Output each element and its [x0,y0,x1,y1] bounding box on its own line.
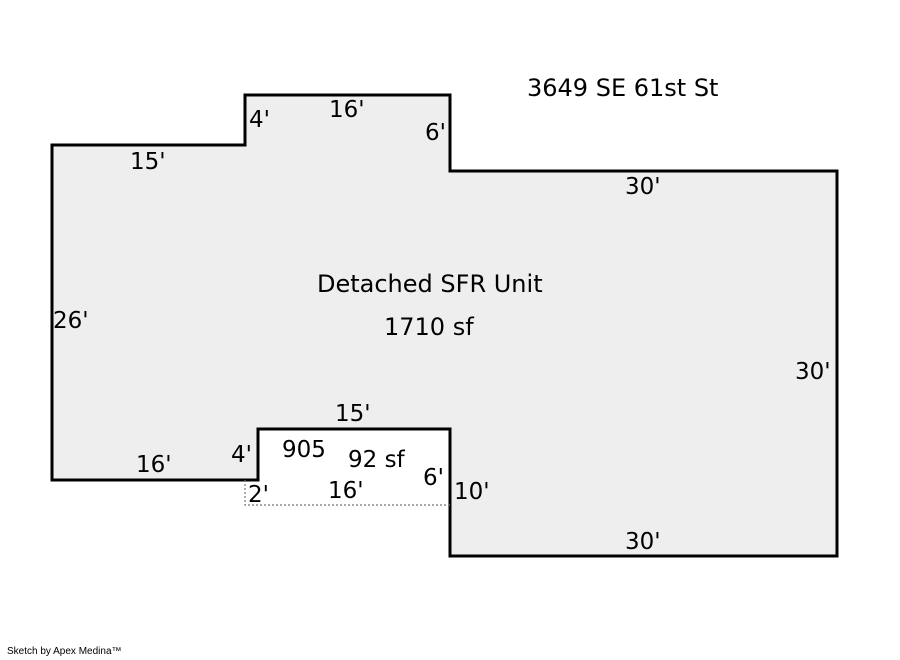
sub-area-code: 905 [282,437,326,463]
dim-left: 26' [53,308,89,334]
dim-bottom-left: 16' [136,452,172,478]
dim-top-bump-left: 4' [249,107,270,133]
main-area-name: Detached SFR Unit [317,270,543,298]
address-label: 3649 SE 61st St [527,74,719,102]
dim-notch-right: 6' [423,465,444,491]
main-area-size: 1710 sf [384,313,474,341]
dim-notch-top: 15' [335,401,371,427]
dim-notch-left: 4' [231,442,252,468]
dim-top-right: 30' [625,174,661,200]
dim-notch-outer-left: 2' [248,482,269,508]
dim-notch-bottom: 16' [328,478,364,504]
dim-right: 30' [795,359,831,385]
main-unit-outline [50,93,839,558]
dim-bottom-right: 30' [625,529,661,555]
sketch-credit: Sketch by Apex Medina™ [7,646,122,657]
dim-notch-outer-right: 10' [454,479,490,505]
sub-area-size: 92 sf [348,447,405,473]
dim-top-left: 15' [130,149,166,175]
dim-top-bump-top: 16' [329,97,365,123]
dim-top-bump-right: 6' [425,120,446,146]
sub-area-dotted-outline [244,480,450,506]
